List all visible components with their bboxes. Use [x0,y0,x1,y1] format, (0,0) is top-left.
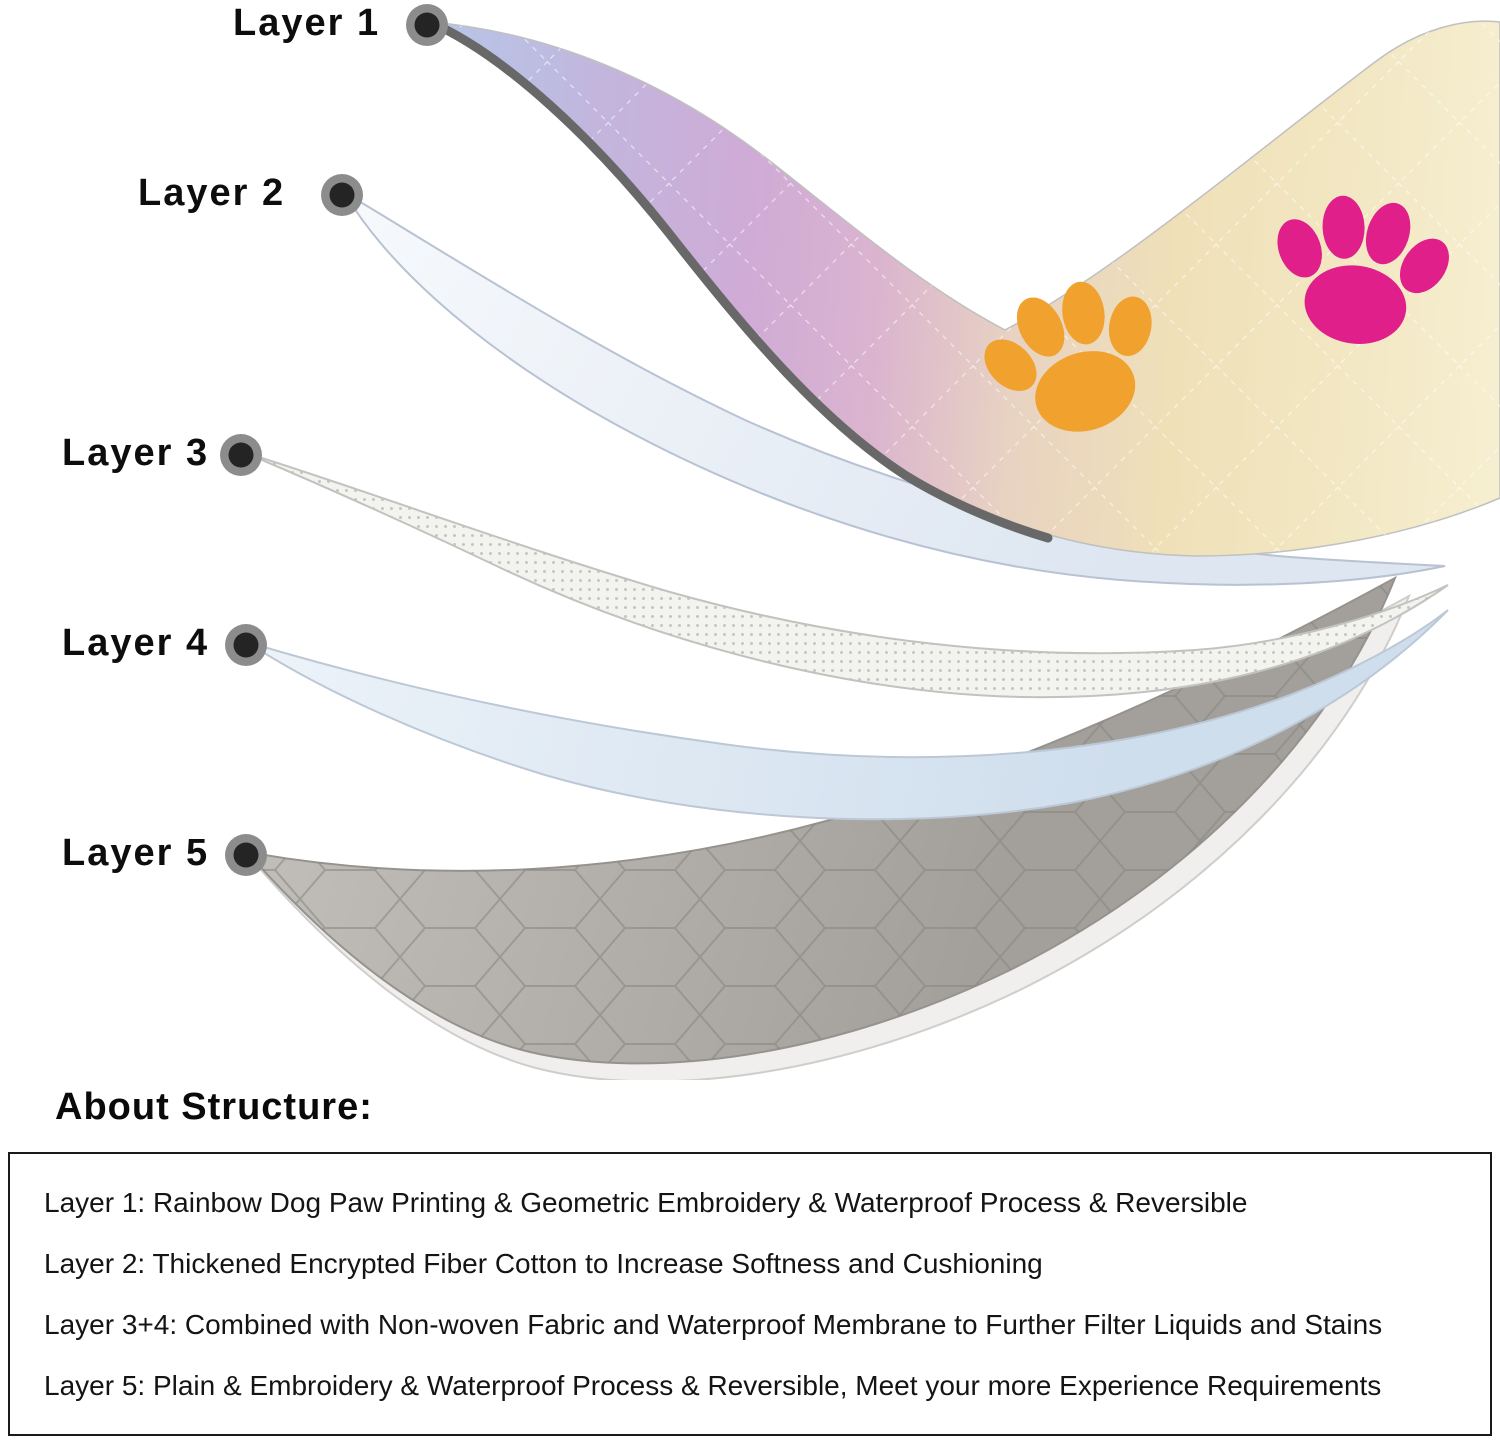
layer-2-cotton [343,191,1446,586]
layer-5-fabric [244,575,1411,1080]
layer-4-surface [246,609,1449,821]
layer-3-surface [242,451,1449,699]
layer-2-description: Layer 2: Thickened Encrypted Fiber Cotto… [44,1247,1043,1279]
layer-1-description: Layer 1: Rainbow Dog Paw Printing & Geom… [44,1186,1248,1218]
layer-3-4-description: Layer 3+4: Combined with Non-woven Fabri… [44,1308,1383,1340]
layer-5-marker [225,834,267,876]
structure-description-box: Layer 1: Rainbow Dog Paw Printing & Geom… [8,1152,1492,1436]
layer-4-membrane [246,609,1449,821]
layer-2-label: Layer 2 [138,172,286,214]
about-structure-heading: About Structure: [55,1086,373,1128]
layer-markers [220,4,448,876]
layer-2-marker [321,174,363,216]
layer-diagram-illustration [220,4,1500,1080]
layer-3-marker [220,434,262,476]
layer-1-quilting [430,21,1500,556]
layer-1-label: Layer 1 [233,2,381,44]
layer-1-marker [406,4,448,46]
layer-3-label: Layer 3 [62,432,210,474]
layer-4-marker [225,624,267,666]
layer-2-surface [343,191,1446,586]
layer-4-label: Layer 4 [62,622,210,664]
layer-1-edge-binding [425,17,1053,543]
layer-3-mesh [242,451,1449,699]
layer-1-fabric [425,17,1500,557]
layer-5-label: Layer 5 [62,832,210,874]
layer-5-quilting [247,578,1395,1064]
layer-5-description: Layer 5: Plain & Embroidery & Waterproof… [44,1369,1382,1401]
